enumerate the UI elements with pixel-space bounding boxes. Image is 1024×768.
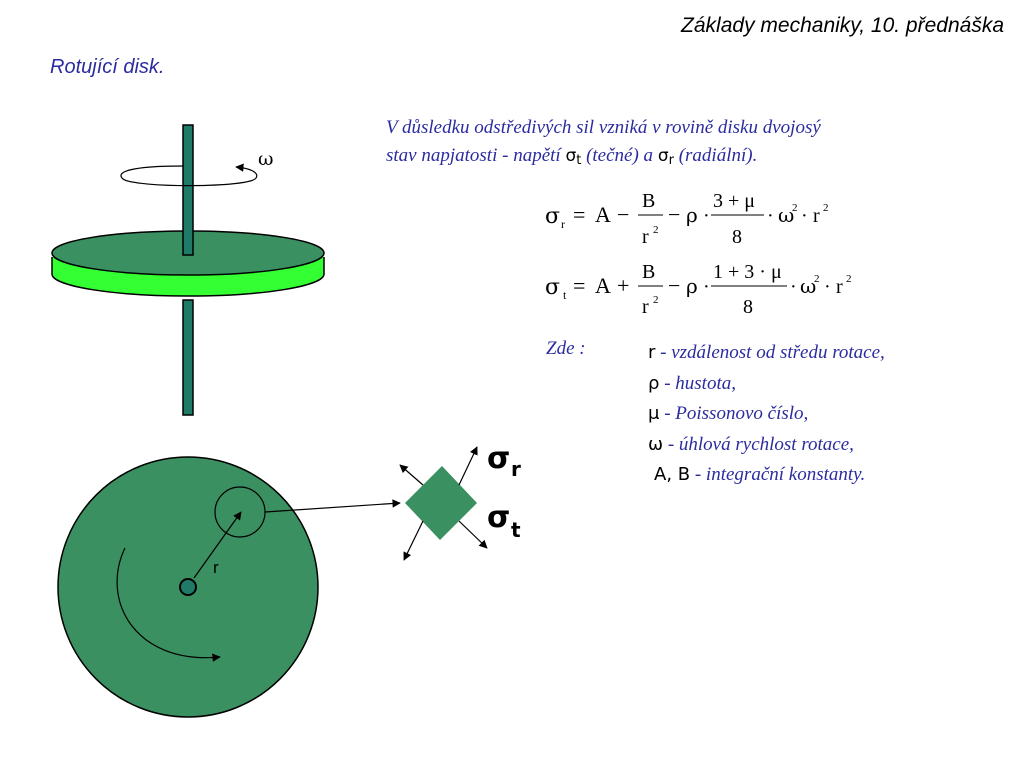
eq1-r-end-exp: 2 <box>823 202 829 214</box>
eq1-dot-1: · <box>703 205 710 227</box>
radius-arrow <box>193 511 242 579</box>
sigma-t-arrow-left <box>399 464 424 486</box>
eq2-r: r <box>642 296 649 318</box>
legend-symbol: ρ <box>648 372 660 394</box>
pointer-line <box>264 499 401 513</box>
eq2-omega: ω <box>800 274 816 298</box>
eq2-sigma: σ <box>545 275 560 300</box>
stress-element: σ r σ t <box>399 441 521 561</box>
radius-label: r <box>213 558 219 577</box>
hub <box>179 578 197 596</box>
eq1-omega: ω <box>778 203 794 227</box>
eq1-denominator: 8 <box>732 226 742 248</box>
eq1-sigma: σ <box>545 204 560 229</box>
equation-sigma-r: σ r = A − B r 2 − ρ · 3 + μ 8 · ω 2 · r … <box>545 190 829 248</box>
stress-element-square <box>405 466 477 540</box>
legend-text: - Poissonovo číslo, <box>659 403 809 424</box>
legend-item-rho: ρ - hustota, <box>648 369 885 400</box>
eq1-rho: ρ <box>686 203 698 227</box>
sigma-t-sub: t <box>511 518 521 542</box>
circumferential-arrow <box>116 547 221 662</box>
legend-list: r - vzdálenost od středu rotace, ρ - hus… <box>648 338 885 491</box>
eq2-r-exp: 2 <box>653 294 659 306</box>
eq1-r-exp: 2 <box>653 224 659 236</box>
eq2-dot-3: · <box>824 276 831 298</box>
eq1-subscript: r <box>561 217 565 231</box>
legend-text: - integrační konstanty. <box>690 464 866 485</box>
eq1-omega-exp: 2 <box>792 202 798 214</box>
eq1-minus-1: − <box>617 202 629 227</box>
eq1-dot-2: · <box>767 205 774 227</box>
eq2-r-end-exp: 2 <box>846 273 852 285</box>
legend-item-omega: ω - úhlová rychlost rotace, <box>648 430 885 461</box>
legend-item-constants: A, B - integrační konstanty. <box>648 460 885 491</box>
disk-top-view: r <box>57 456 401 718</box>
eq2-dot-1: · <box>703 276 710 298</box>
sigma-r-arrow-out <box>458 446 478 486</box>
sigma-r-sub: r <box>511 457 521 481</box>
legend-symbol: ω <box>648 433 664 455</box>
intro-paragraph: V důsledku odstředivých sil vzniká v rov… <box>386 114 996 175</box>
legend-text: - vzdálenost od středu rotace, <box>655 342 885 363</box>
sigma-t-subscript: t <box>576 153 582 168</box>
legend-symbol: r <box>648 342 656 363</box>
sigma-t-arrow-right <box>458 520 488 549</box>
legend-text: - hustota, <box>659 372 736 394</box>
intro-line-1: V důsledku odstředivých sil vzniká v rov… <box>386 117 821 138</box>
equation-sigma-t: σ t = A + B r 2 − ρ · 1 + 3 · μ 8 · ω 2 … <box>545 261 852 318</box>
shaft-lower <box>182 299 194 416</box>
eq2-subscript: t <box>563 288 567 302</box>
sigma-r-label: σ <box>487 441 510 476</box>
eq1-minus-2: − <box>668 202 680 227</box>
eq2-equals: = <box>573 273 585 298</box>
eq2-A: A <box>595 273 611 298</box>
legend-text: - úhlová rychlost rotace, <box>663 433 854 455</box>
sigma-t-label: σ <box>487 500 510 535</box>
eq2-dot-2: · <box>790 276 797 298</box>
eq2-minus: − <box>668 273 680 298</box>
legend-item-r: r - vzdálenost od středu rotace, <box>648 338 885 369</box>
eq1-equals: = <box>573 202 585 227</box>
shaft-upper <box>182 124 194 256</box>
eq1-r: r <box>642 226 649 248</box>
eq2-omega-exp: 2 <box>814 273 820 285</box>
legend-symbol: μ <box>648 403 660 424</box>
eq2-r-end: r <box>836 276 843 298</box>
intro-line-2c: (radiální). <box>673 145 758 166</box>
sigma-r-symbol: σ <box>657 146 669 166</box>
eq2-denominator: 8 <box>743 296 753 318</box>
eq1-r-end: r <box>813 205 820 227</box>
intro-line-2b: (tečné) a <box>581 145 658 166</box>
slide-subtitle: Rotující disk. <box>50 56 165 78</box>
legend-symbol: A, B <box>654 464 691 485</box>
eq2-plus: + <box>617 273 629 298</box>
intro-line-2a: stav napjatosti - napětí <box>386 145 566 166</box>
sigma-r-arrow-in <box>403 520 424 561</box>
sigma-r-subscript: r <box>668 153 674 168</box>
lecture-title: Základy mechaniky, 10. přednáška <box>681 14 1004 37</box>
disk-side-view: ω <box>51 124 325 416</box>
eq2-numerator: 1 + 3 · μ <box>713 261 782 283</box>
rotation-arrow <box>120 163 258 187</box>
eq1-dot-3: · <box>801 205 808 227</box>
eq2-rho: ρ <box>686 274 698 298</box>
omega-label: ω <box>258 148 274 170</box>
eq2-B: B <box>642 261 655 283</box>
eq1-A: A <box>595 202 611 227</box>
sigma-t-symbol: σ <box>565 146 577 166</box>
eq1-numerator: 3 + μ <box>713 190 755 212</box>
eq1-B: B <box>642 190 655 212</box>
legend-item-mu: μ - Poissonovo číslo, <box>648 399 885 430</box>
legend-label: Zde : <box>546 338 586 359</box>
